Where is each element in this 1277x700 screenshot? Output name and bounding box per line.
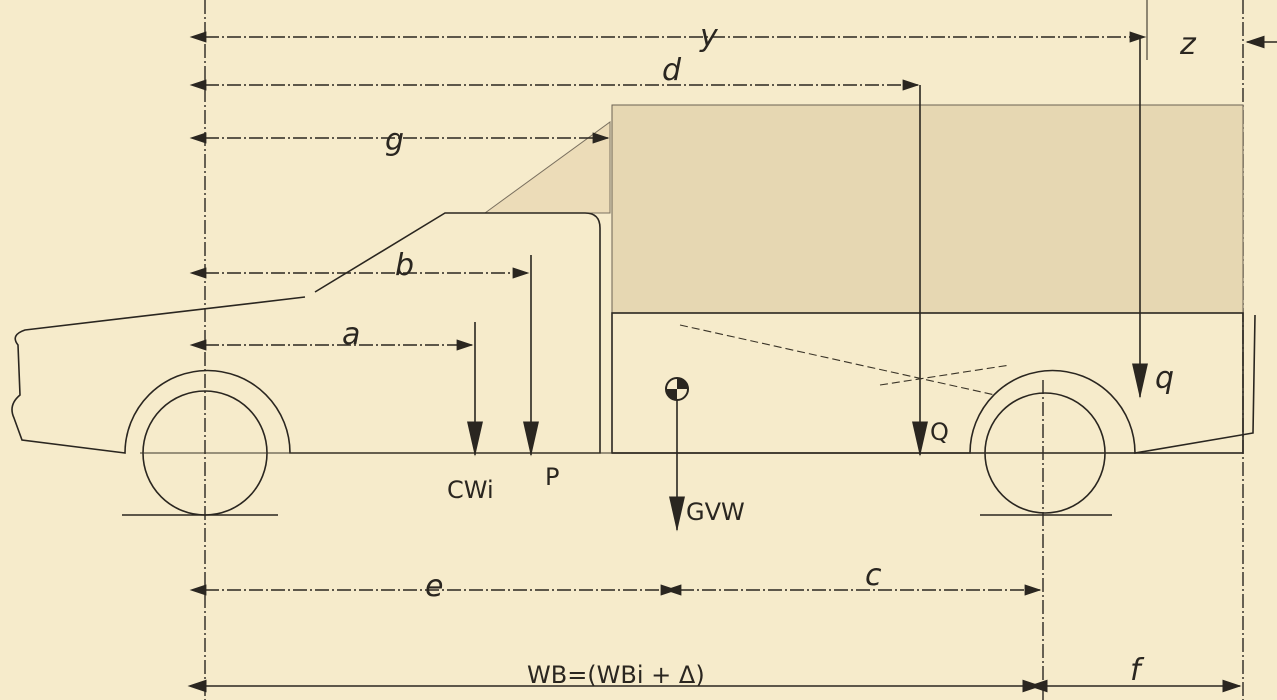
label-q-lower: q [1155,361,1174,396]
label-q-upper: Q [930,418,949,446]
label-f: f [1130,653,1145,688]
label-a: a [342,317,360,352]
rear-body-outline [612,314,1256,454]
label-y: y [699,19,719,54]
label-wheelbase: WB=(WBi + Δ) [527,661,705,689]
cargo-box-lower [611,312,1244,454]
label-d: d [662,53,682,88]
label-b: b [395,248,414,283]
vehicle-body-outline [11,212,601,454]
cargo-box-upper [611,104,1244,314]
cargo-center-cross [679,324,1011,396]
center-of-gravity-fill [666,378,688,400]
label-g: g [385,123,404,158]
label-e: e [425,569,443,604]
cab-fairing [483,121,611,214]
label-cwi: CWi [447,476,494,504]
label-p: P [545,463,559,491]
label-z: z [1179,27,1197,62]
label-gvw: GVW [686,498,745,526]
label-c: c [865,558,882,593]
